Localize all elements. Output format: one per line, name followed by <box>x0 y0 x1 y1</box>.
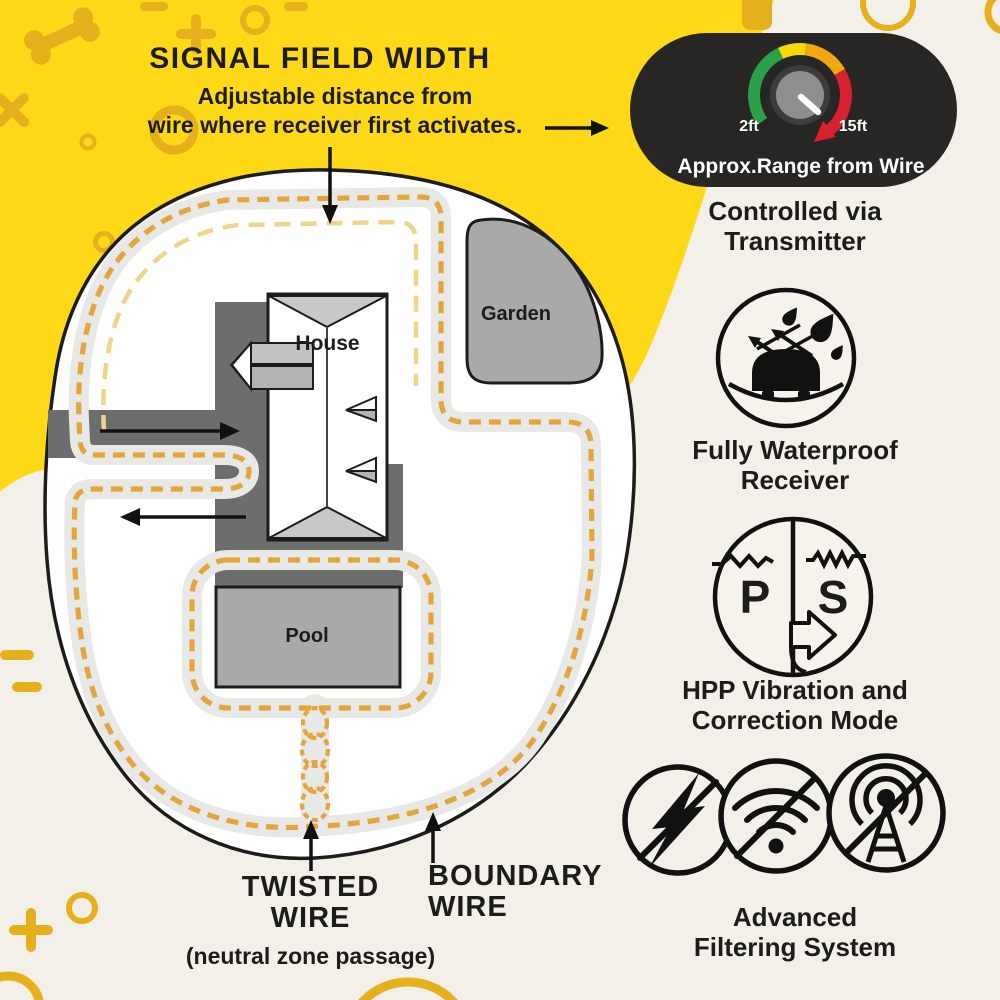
garden-area <box>465 217 604 385</box>
feature-waterproof-line2: Receiver <box>740 464 850 495</box>
boundary-wire-loop <box>64 187 602 838</box>
twisted-wire-section <box>299 705 331 823</box>
subtitle-line2: wire where receiver first activates. <box>147 111 523 138</box>
waterproof-receiver-icon <box>715 287 857 429</box>
pool-loop-wire <box>189 557 434 711</box>
twisted-wire-note: (neutral zone passage) <box>185 943 436 969</box>
feature-vibration-line2: Correction Mode <box>691 704 899 735</box>
feature-vibration-label: HPP Vibration and Correction Mode <box>640 675 950 735</box>
garden-label: Garden <box>480 303 552 325</box>
no-wifi-icon <box>718 758 834 874</box>
feature-waterproof-line1: Fully Waterproof <box>692 435 898 465</box>
house-label: House <box>295 332 360 355</box>
house-icon <box>229 292 389 542</box>
vibration-zigzag-left <box>712 553 774 569</box>
driveway-arrow-right <box>100 422 240 440</box>
ring-doodle <box>984 0 1000 35</box>
ring-doodle <box>79 133 97 151</box>
dial-pointer-arrow <box>545 120 609 136</box>
dial-min-label: 2ft <box>739 118 759 135</box>
no-radio-tower-icon <box>826 753 946 873</box>
boundary-wire-arrow <box>425 812 441 863</box>
house-dormer-large <box>229 340 314 392</box>
twisted-wire-label: TWISTED WIRE <box>228 871 393 935</box>
ring-doodle <box>93 231 115 253</box>
boundary-wire-path <box>71 194 595 831</box>
range-dial <box>630 33 957 187</box>
subtitle-line1: Adjustable distance from <box>197 83 473 109</box>
diagram-arrows <box>100 120 609 871</box>
house-dormer-small <box>345 456 377 484</box>
twisted-wire-arrow <box>303 820 319 871</box>
ring-doodle <box>860 0 916 31</box>
plus-doodle <box>176 14 216 54</box>
page-title: SIGNAL FIELD WIDTH <box>149 42 491 75</box>
gauge-arrowhead <box>814 121 836 142</box>
plus-doodle <box>9 908 53 952</box>
range-dial-knob <box>770 65 830 125</box>
house-dormer-small <box>345 395 377 423</box>
boundary-wire-line1: BOUNDARY <box>428 860 603 892</box>
cross-doodle <box>0 92 30 128</box>
no-lightning-icon <box>622 764 734 876</box>
gauge-arc <box>748 42 852 142</box>
mode-letter-p: P <box>739 571 771 623</box>
mode-letter-s: S <box>817 571 849 623</box>
feature-filtering-label: Advanced Filtering System <box>645 902 945 962</box>
boundary-wire-label: BOUNDARY WIRE <box>428 860 643 924</box>
vibration-zigzag-right <box>806 548 866 570</box>
feature-filtering-line1: Advanced <box>732 902 858 932</box>
twisted-wire-line2: WIRE <box>270 902 351 935</box>
boundary-wire-line2: WIRE <box>428 891 508 924</box>
dash-doodle <box>140 2 168 11</box>
dash-doodle <box>0 650 34 660</box>
bone-icon <box>24 7 100 65</box>
pool-area <box>214 585 402 689</box>
ring-doodle <box>66 892 98 924</box>
deflect-arrows <box>748 323 819 366</box>
page-subtitle: Adjustable distance from wire where rece… <box>90 82 580 140</box>
feature-transmitter-line1: Controlled via <box>708 196 882 226</box>
feature-filtering-line2: Filtering System <box>693 931 897 962</box>
feature-vibration-line1: HPP Vibration and <box>682 675 908 705</box>
dash-doodle <box>12 682 42 692</box>
ring-doodle <box>358 977 458 1000</box>
pool-label: Pool <box>285 625 329 647</box>
twisted-wire-line1: TWISTED <box>241 871 380 903</box>
feature-transmitter-label: Controlled via Transmitter <box>645 196 945 256</box>
ring-doodle <box>149 105 199 155</box>
signal-field-pointer-arrow <box>322 147 338 224</box>
vibration-correction-mode-icon <box>712 516 874 678</box>
feature-transmitter-line2: Transmitter <box>724 225 866 256</box>
signal-inner-edge <box>101 219 419 432</box>
ring-doodle <box>240 5 270 35</box>
dash-doodle <box>284 2 308 11</box>
ring-doodle <box>0 971 44 1000</box>
mode-switch-arrow <box>789 610 837 660</box>
dial-max-label: 15ft <box>838 118 868 135</box>
driveway-arrow-left <box>120 508 246 526</box>
bar-doodle <box>742 0 772 30</box>
feature-waterproof-label: Fully Waterproof Receiver <box>645 435 945 495</box>
advanced-filtering-icons <box>622 753 946 876</box>
dial-caption: Approx.Range from Wire <box>677 155 925 178</box>
